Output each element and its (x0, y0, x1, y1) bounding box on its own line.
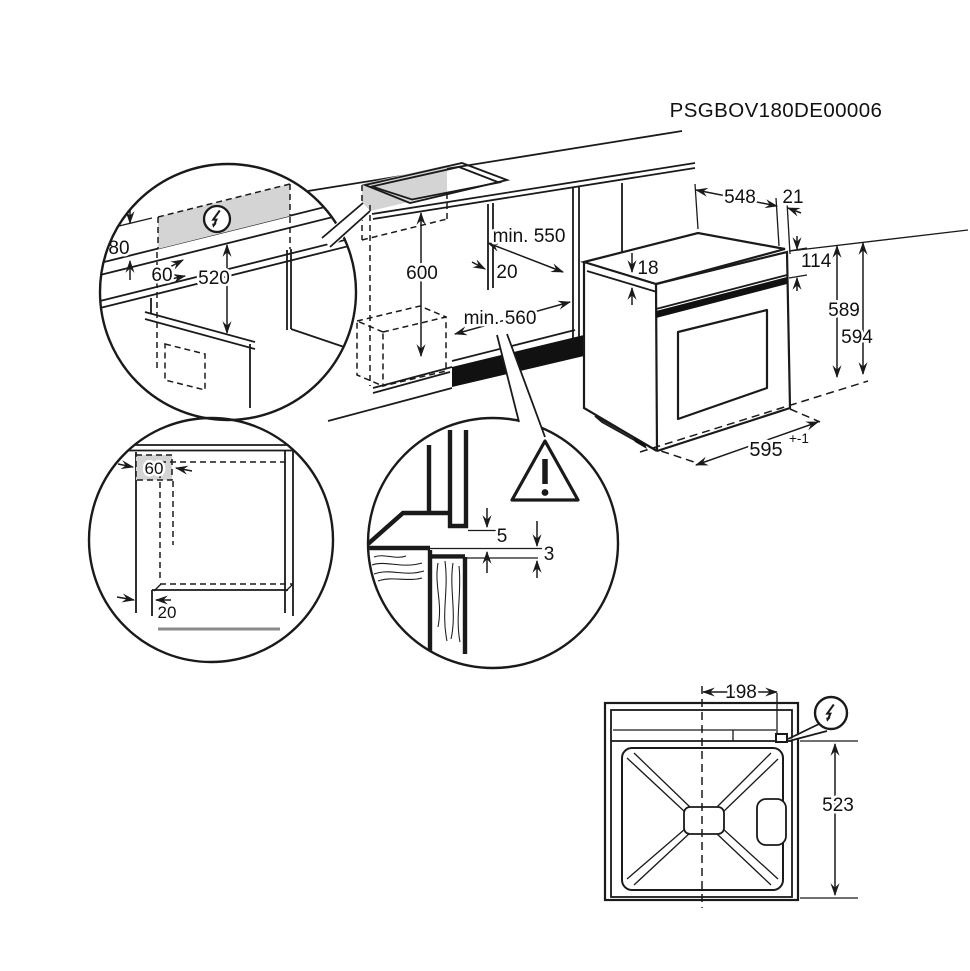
plinth-vent-strip (452, 335, 584, 387)
electric-connection-icon (202, 204, 232, 234)
detail-circle-corner: 60 20 (87, 416, 335, 664)
dim-top-gap: 5 (497, 526, 508, 547)
svg-text:589: 589 (828, 300, 860, 321)
dim-panel-height: 114 (788, 236, 834, 291)
back-panel-embossing (626, 752, 779, 886)
dim-connection-offset: 198 (701, 680, 779, 734)
oven-back-view: 198 523 (603, 680, 858, 908)
wood-grain (371, 555, 461, 643)
dim-depth-and-door: 548 21 (694, 183, 806, 255)
dim-drop: 520 (198, 268, 230, 289)
svg-text:548: 548 (724, 187, 756, 208)
dim-bottom-gap: 3 (544, 544, 555, 565)
svg-text:min. 560: min. 560 (464, 308, 537, 329)
dim-corner-recess: 60 (145, 459, 164, 478)
oven-door-window (676, 308, 769, 421)
dim-plinth-setback: 20 (158, 603, 177, 622)
corner-recess (136, 455, 172, 480)
svg-text:114: 114 (801, 251, 832, 272)
detail-circle-connection: 80 60 520 (98, 162, 371, 422)
dim-back-height: 523 (800, 740, 858, 899)
dim-niche-depth: min. 550 (486, 224, 568, 273)
dim-recess-depth: 60 (151, 265, 172, 286)
svg-text:595: 595 (749, 439, 782, 461)
svg-text:600: 600 (406, 263, 438, 284)
cabinet-niche: 600 min. 550 20 min. 560 (327, 183, 623, 422)
detail-circle-gap: 5 3 (366, 333, 620, 670)
electric-connection-callout (787, 695, 849, 742)
connection-terminal (775, 733, 788, 743)
svg-text:198: 198 (725, 682, 757, 703)
oven-foot (594, 415, 647, 449)
dim-heights: 589 594 (789, 229, 969, 379)
hob-cutout (361, 162, 511, 204)
svg-text:523: 523 (822, 795, 854, 816)
warning-icon (510, 439, 580, 502)
svg-text:min. 550: min. 550 (493, 226, 566, 247)
oven-isometric: 595 +-1 18 548 21 114 (579, 183, 969, 466)
svg-text:594: 594 (841, 327, 873, 348)
svg-text:+-1: +-1 (789, 431, 809, 446)
dim-niche-width: min. 560 (453, 300, 572, 336)
drawing-code: PSGBOV180DE00006 (670, 99, 883, 122)
hob-connection-zone (362, 165, 447, 213)
dim-back-gap: 20 (471, 259, 520, 286)
worktop-and-wall (307, 130, 696, 241)
dim-niche-height: 600 (404, 211, 440, 358)
dim-top-inset: 18 (627, 253, 661, 305)
control-panel-strip (656, 277, 787, 318)
svg-text:20: 20 (496, 262, 517, 283)
svg-text:18: 18 (637, 258, 658, 279)
dim-oven-width: 595 +-1 (694, 421, 820, 466)
svg-text:21: 21 (782, 187, 803, 208)
